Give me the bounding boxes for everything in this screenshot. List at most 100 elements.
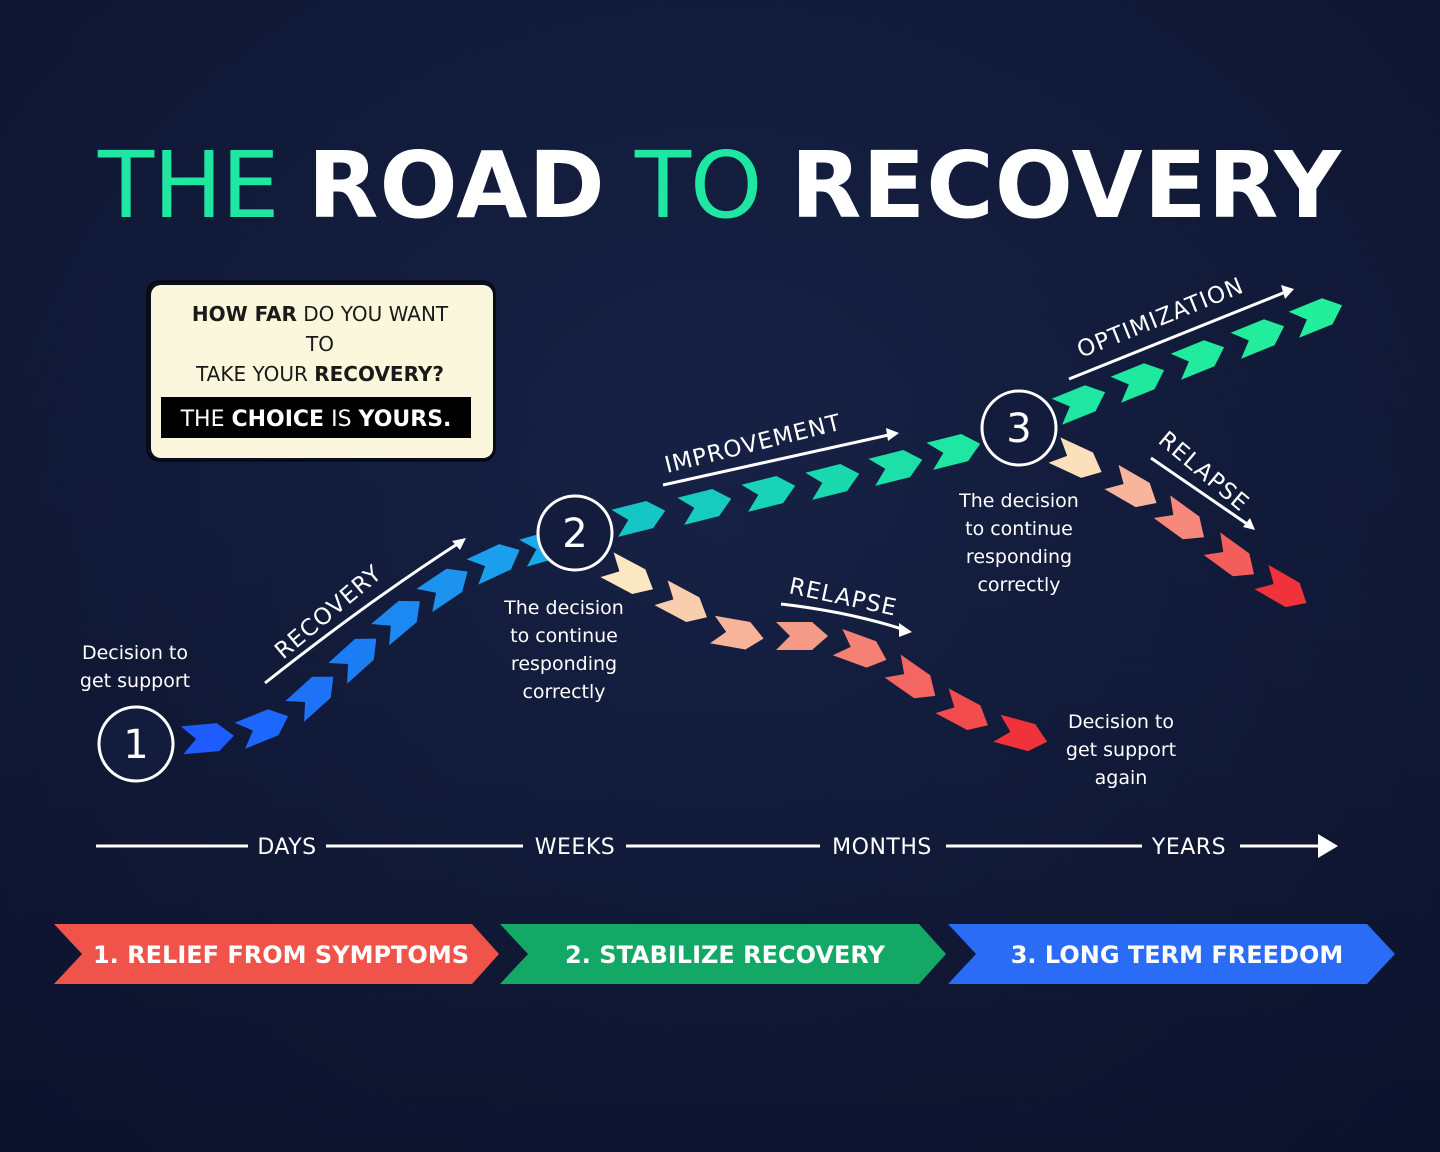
timeline-label-weeks: WEEKS: [535, 835, 615, 860]
phase-3-label: 3. LONG TERM FREEDOM: [1011, 941, 1344, 969]
relapse-2-chevron: [1104, 464, 1157, 508]
choice-text: THE CHOICE IS YOURS.: [180, 407, 452, 432]
phase-1-label: 1. RELIEF FROM SYMPTOMS: [93, 941, 469, 969]
milestone-2-note-line: The decision: [503, 597, 624, 619]
question-line-3: TAKE YOUR RECOVERY?: [195, 362, 444, 386]
arrow-right-icon: [1281, 285, 1294, 299]
recovery-chevron: [466, 544, 520, 585]
milestone-3-note-line: to continue: [965, 518, 1073, 540]
recovery-chevron: [234, 709, 289, 749]
relapse-end-note-line: Decision to: [1068, 711, 1174, 733]
relapse-1-chevron: [709, 615, 764, 650]
relapse-1-chevron: [600, 552, 653, 595]
relapse-2-chevron: [1254, 564, 1307, 608]
timeline: DAYS WEEKS MONTHS YEARS: [96, 834, 1338, 860]
relapse-2-chevron: [1203, 532, 1255, 577]
choice-word-4: YOURS.: [358, 407, 452, 432]
phase-2-label: 2. STABILIZE RECOVERY: [565, 941, 886, 969]
improvement-chevron: [677, 488, 732, 525]
optimization-chevron: [1051, 385, 1106, 425]
recovery-chevron: [285, 676, 334, 722]
title-road: ROAD: [308, 132, 606, 239]
milestone-3-number: 3: [1006, 406, 1031, 452]
timeline-label-years: YEARS: [1151, 835, 1226, 860]
milestone-2-note: The decision to continue responding corr…: [503, 597, 624, 703]
relapse-1-chevron: [884, 654, 936, 699]
relapse-2-chevron: [1048, 437, 1102, 478]
title-the: THE: [97, 132, 279, 239]
relapse-2-arrow-line: [1150, 456, 1251, 528]
optimization-chevron: [1110, 363, 1165, 403]
phase-2-banner: [500, 924, 946, 984]
arrow-right-icon: [886, 428, 899, 441]
choice-word-2: CHOICE: [231, 407, 324, 432]
improvement-chevron: [926, 433, 981, 470]
phase-1-banner: [54, 924, 499, 984]
question-box: HOW FAR DO YOU WANT TO TAKE YOUR RECOVER…: [146, 280, 496, 462]
question-line-2: TO: [305, 332, 334, 356]
relapse-1-chevron: [776, 622, 828, 650]
arrow-right-icon: [1318, 834, 1338, 858]
optimization-chevron: [1170, 340, 1225, 380]
recovery-chevron: [328, 638, 377, 684]
recovery-chevron: [180, 723, 234, 755]
improvement-chevron: [868, 449, 923, 486]
relapse-end-note: Decision to get support again: [1066, 711, 1176, 789]
milestone-3: 3: [980, 389, 1058, 467]
question-line-1-rest: DO YOU WANT: [297, 302, 449, 326]
question-line-1: HOW FAR DO YOU WANT: [192, 302, 449, 326]
recovery-chevron: [371, 600, 420, 646]
milestone-3-note: The decision to continue responding corr…: [958, 490, 1079, 596]
title-to: TO: [634, 132, 762, 239]
milestone-2-number: 2: [562, 511, 587, 557]
arrow-right-icon: [1243, 518, 1255, 530]
improvement-chevron: [805, 463, 860, 500]
milestone-2-circle: [536, 494, 614, 572]
milestone-3-circle: [980, 389, 1058, 467]
question-line-3-start: TAKE YOUR: [195, 362, 314, 386]
phase-3-banner: [948, 924, 1395, 984]
relapse-1-chevron: [654, 580, 707, 623]
chevron-roads: [180, 298, 1343, 755]
choice-word-1: THE: [180, 407, 232, 432]
milestone-2-note-line: to continue: [510, 625, 618, 647]
relapse-end-note-line: get support: [1066, 739, 1176, 761]
relapse-2-chevron: [1153, 495, 1205, 540]
choice-word-3: IS: [324, 407, 358, 432]
recovery-arrow-line: [264, 539, 463, 685]
milestone-2-note-line: responding: [511, 653, 617, 675]
optimization-chevron: [1288, 298, 1343, 338]
relapse-1-chevron: [832, 628, 887, 668]
milestone-3-note-line: correctly: [977, 574, 1060, 596]
page-title: THE ROAD TO RECOVERY: [97, 132, 1342, 239]
optimization-arrow-line: [1068, 289, 1289, 381]
relapse-1-arrow-line: [780, 602, 906, 632]
timeline-label-months: MONTHS: [832, 835, 932, 860]
improvement-chevron: [741, 475, 796, 512]
choice-banner: [161, 397, 471, 438]
title-recovery: RECOVERY: [791, 132, 1343, 239]
milestone-2-note-line: correctly: [522, 681, 605, 703]
phase-banners: 1. RELIEF FROM SYMPTOMS 2. STABILIZE REC…: [54, 924, 1395, 984]
question-line-1-bold: HOW FAR: [192, 302, 297, 326]
relapse-end-note-line: again: [1095, 767, 1148, 789]
optimization-chevron: [1230, 319, 1285, 359]
recovery-chevron: [416, 568, 468, 613]
arrow-right-icon: [899, 623, 912, 637]
arrow-right-icon: [452, 538, 466, 550]
milestone-1-note-line: get support: [80, 670, 190, 692]
milestone-1-note-line: Decision to: [82, 642, 188, 664]
improvement-arrow-line: [662, 432, 894, 487]
milestone-1: 1: [97, 705, 175, 783]
relapse-1-chevron: [993, 714, 1048, 752]
milestone-2: 2: [536, 494, 614, 572]
improvement-chevron: [611, 500, 666, 537]
timeline-label-days: DAYS: [257, 835, 316, 860]
question-line-3-bold: RECOVERY?: [314, 362, 444, 386]
milestone-3-note-line: The decision: [958, 490, 1079, 512]
milestone-1-circle: [97, 705, 175, 783]
milestone-1-note: Decision to get support: [80, 642, 190, 692]
milestone-1-number: 1: [123, 722, 148, 768]
relapse-1-chevron: [935, 688, 988, 731]
